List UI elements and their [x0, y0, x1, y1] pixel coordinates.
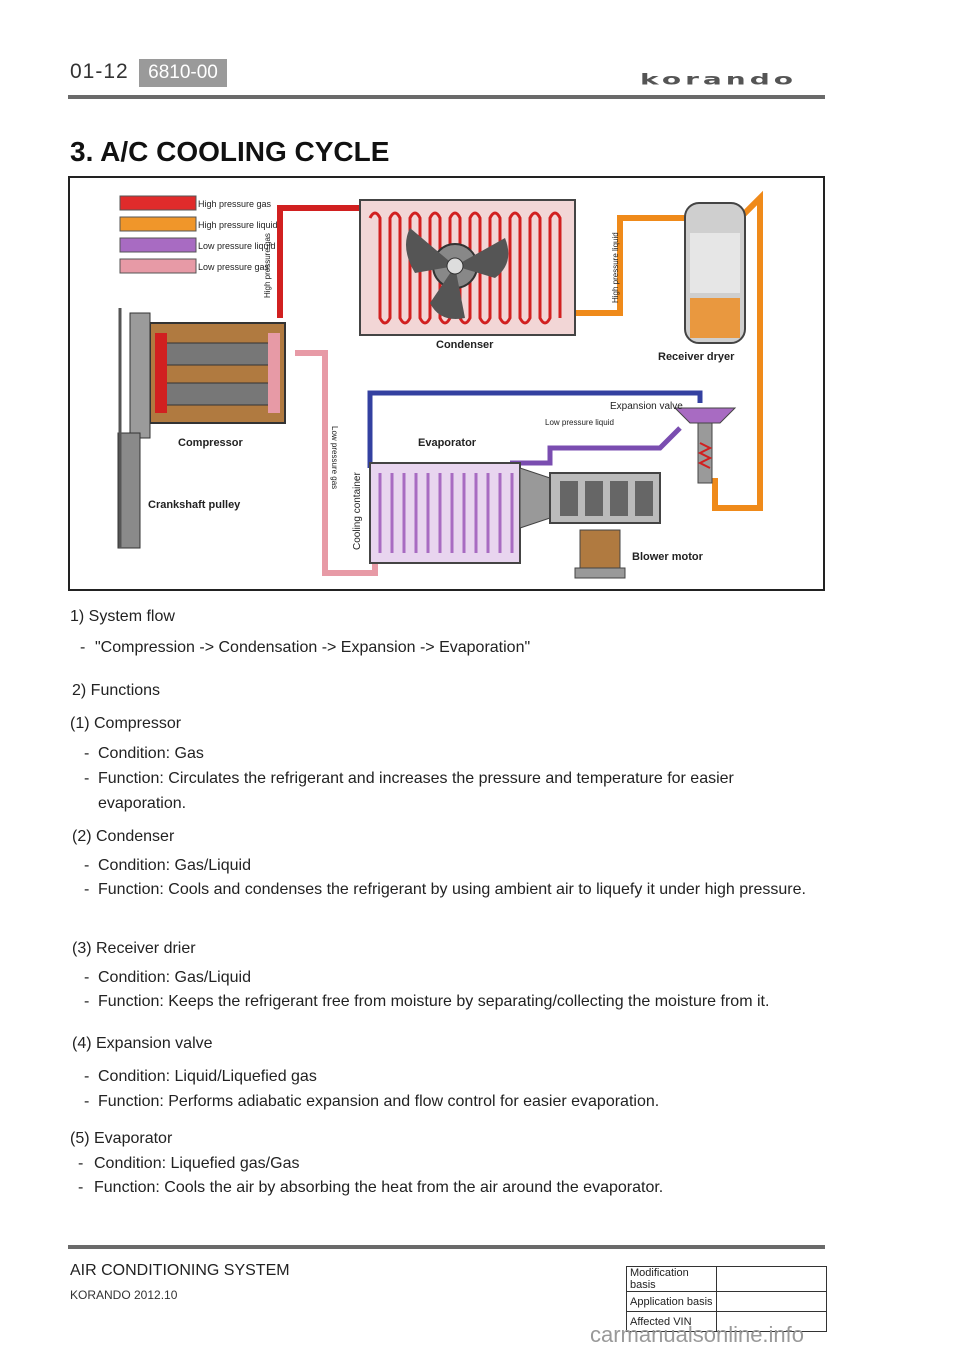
compressor-condition: Condition: Gas — [98, 745, 204, 762]
label-condenser: Condenser — [436, 339, 494, 351]
evaporator-heading: (5) Evaporator — [70, 1130, 173, 1147]
bullet-dash: - — [84, 1093, 90, 1110]
expansion-valve-function: Function: Performs adiabatic expansion a… — [98, 1093, 660, 1110]
label-blower-motor: Blower motor — [632, 551, 704, 563]
legend-swatch-high-pressure-gas — [119, 195, 197, 211]
footer-rule — [68, 1245, 825, 1249]
evaporator-function: Function: Cools the air by absorbing the… — [94, 1179, 664, 1196]
label-low-pressure-liquid-pipe: Low pressure liquid — [545, 418, 614, 427]
basis-label: Application basis — [626, 1291, 717, 1312]
system-flow-heading: 1) System flow — [70, 608, 175, 625]
header-rule — [68, 95, 825, 99]
crankshaft-pulley-unit — [117, 308, 141, 549]
page-title: 3. A/C COOLING CYCLE — [70, 136, 390, 167]
basis-table: Modification basis Application basis Aff… — [626, 1266, 827, 1332]
ac-cycle-diagram: High pressure gas High pressure liquid L… — [68, 176, 825, 591]
basis-value — [716, 1291, 827, 1312]
table-row: Affected VIN — [626, 1311, 827, 1332]
compressor-heading: (1) Compressor — [70, 715, 182, 732]
bullet-dash: - — [84, 993, 90, 1010]
footer-model: KORANDO 2012.10 — [70, 1288, 178, 1302]
bullet-dash: - — [84, 969, 90, 986]
bullet-dash: - — [84, 770, 90, 787]
receiver-drier-heading: (3) Receiver drier — [72, 940, 196, 957]
condenser-condition: Condition: Gas/Liquid — [98, 857, 251, 874]
legend-label-low-pressure-liquid: Low pressure liquid — [198, 241, 276, 251]
basis-label: Affected VIN — [626, 1311, 717, 1332]
basis-label: Modification basis — [626, 1266, 717, 1292]
label-receiver-dryer: Receiver dryer — [658, 351, 735, 363]
receiver-drier-condition: Condition: Gas/Liquid — [98, 969, 251, 986]
legend-swatch-high-pressure-liquid — [119, 216, 197, 232]
receiver-dryer-unit — [684, 202, 746, 344]
label-expansion-valve: Expansion valve — [610, 401, 683, 412]
condenser-function: Function: Cools and condenses the refrig… — [98, 881, 806, 898]
section-code-badge: 6810-00 — [139, 59, 227, 87]
pipe-low-pressure-liquid — [510, 426, 682, 466]
compressor-function-cont: evaporation. — [98, 795, 187, 812]
bullet-dash: - — [84, 857, 90, 874]
expansion-valve-heading: (4) Expansion valve — [72, 1035, 213, 1052]
bullet-dash: - — [78, 1179, 84, 1196]
pipe-high-pressure-gas — [277, 205, 360, 318]
legend-swatch-low-pressure-liquid — [119, 237, 197, 253]
table-row: Application basis — [626, 1291, 827, 1312]
label-high-pressure-gas-pipe: High pressure gas — [263, 233, 272, 298]
bullet-dash: - — [80, 639, 86, 656]
label-evaporator: Evaporator — [418, 437, 477, 449]
condenser-heading: (2) Condenser — [72, 828, 175, 845]
basis-value — [716, 1266, 827, 1292]
bullet-dash: - — [84, 881, 90, 898]
pipe-high-pressure-liquid — [575, 215, 690, 316]
brand-logo: korando — [640, 70, 798, 89]
receiver-drier-function: Function: Keeps the refrigerant free fro… — [98, 993, 770, 1010]
pipe-high-pressure-liquid-2 — [712, 190, 763, 511]
blower-motor-unit — [574, 529, 626, 579]
pipe-low-pressure-gas — [295, 350, 378, 576]
system-flow-line: "Compression -> Condensation -> Expansio… — [95, 639, 531, 656]
compressor-function: Function: Circulates the refrigerant and… — [98, 770, 734, 787]
label-high-pressure-liquid-pipe: High pressure liquid — [611, 232, 620, 303]
basis-value — [716, 1311, 827, 1332]
evaporator-condition: Condition: Liquefied gas/Gas — [94, 1155, 300, 1172]
legend-swatch-low-pressure-gas — [119, 258, 197, 274]
label-low-pressure-gas-pipe: Low pressure gas — [330, 426, 339, 489]
label-cooling-container: Cooling container — [352, 472, 363, 550]
functions-heading: 2) Functions — [72, 682, 161, 699]
bullet-dash: - — [84, 1068, 90, 1085]
footer-system-name: AIR CONDITIONING SYSTEM — [70, 1262, 290, 1279]
compressor-unit — [129, 312, 286, 439]
label-crankshaft-pulley: Crankshaft pulley — [148, 499, 241, 511]
table-row: Modification basis — [626, 1266, 827, 1292]
legend-label-high-pressure-gas: High pressure gas — [198, 199, 272, 209]
evaporator-unit — [369, 462, 661, 564]
bullet-dash: - — [84, 745, 90, 762]
expansion-valve-unit — [673, 407, 737, 484]
label-compressor: Compressor — [178, 437, 244, 449]
page-number: 01-12 — [70, 60, 129, 83]
pipe-low-pressure-blue — [367, 390, 703, 468]
legend-label-low-pressure-gas: Low pressure gas — [198, 262, 270, 272]
legend-label-high-pressure-liquid: High pressure liquid — [198, 220, 278, 230]
diagram-svg: High pressure gas High pressure liquid L… — [117, 190, 763, 579]
watermark: carmanualsonline.info — [590, 1322, 805, 1347]
condenser-unit — [359, 199, 576, 336]
bullet-dash: - — [78, 1155, 84, 1172]
expansion-valve-condition: Condition: Liquid/Liquefied gas — [98, 1068, 317, 1085]
